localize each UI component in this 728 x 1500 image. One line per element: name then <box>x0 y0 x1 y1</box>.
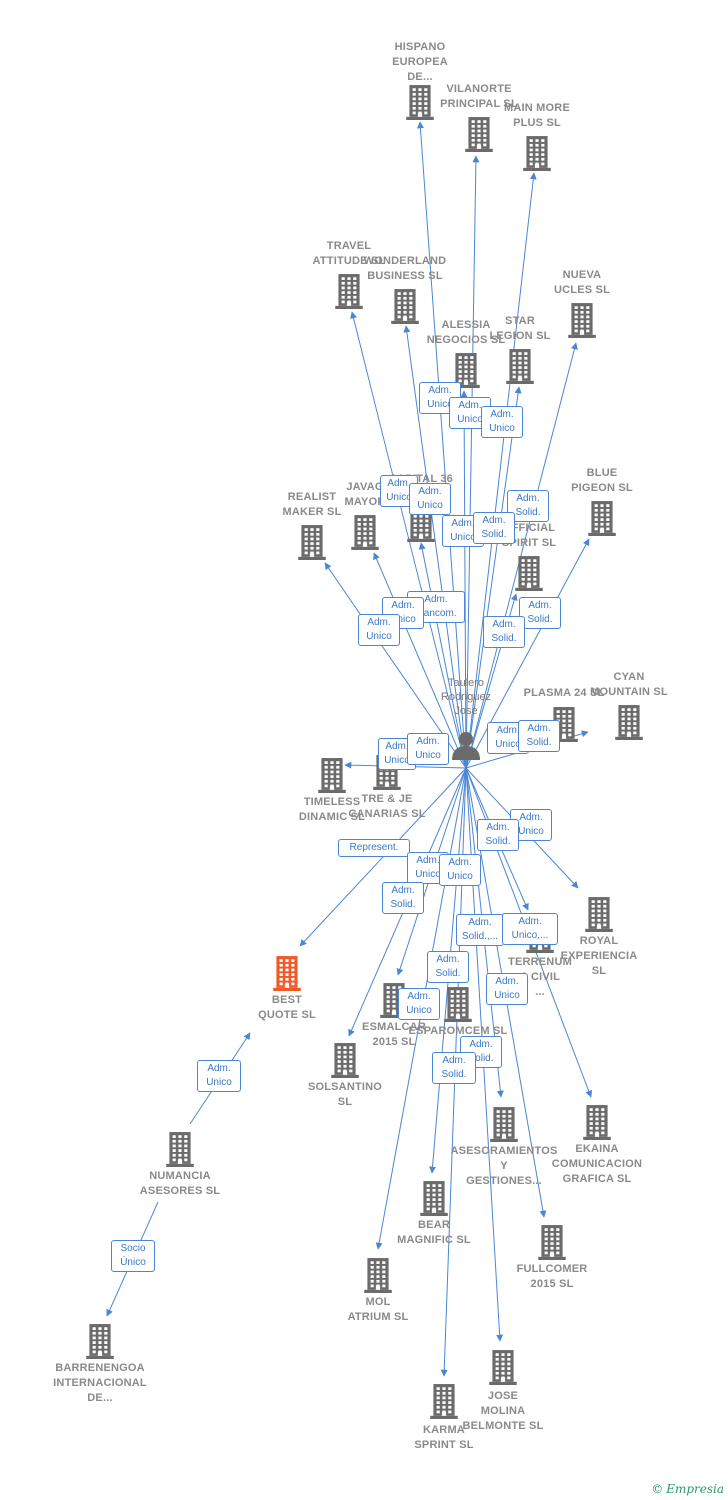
company-name: MAIN MORE PLUS SL <box>504 102 570 129</box>
role-badge[interactable]: Adm. Unico <box>486 973 528 1005</box>
building-icon <box>364 1257 392 1298</box>
relationship-edge <box>465 386 522 769</box>
company-name: JAVAG MAYOR <box>344 481 386 508</box>
company-name: EKAINA COMUNICACION GRAFICA SL <box>551 1143 643 1185</box>
relationship-edge <box>465 172 537 769</box>
role-badge[interactable]: Adm. Unico <box>407 733 449 765</box>
company-name: ESPAROMCEM SL <box>408 1025 508 1037</box>
building-icon <box>490 1106 518 1147</box>
role-badge[interactable]: Adm. Unico,... <box>502 913 558 945</box>
building-icon <box>318 757 346 798</box>
company-name: KARMA SPRINT SL <box>414 1424 474 1451</box>
building-icon <box>585 896 613 937</box>
company-name: SOLSANTINO SL <box>307 1081 383 1108</box>
building-icon <box>351 514 379 555</box>
brand-name: Empresia <box>666 1482 724 1496</box>
building-icon <box>391 288 419 329</box>
building-icon <box>420 1180 448 1221</box>
relationship-edge <box>373 552 467 769</box>
company-name: OFFICIAL SPIRIT SL <box>501 522 557 549</box>
company-name: BARRENENGOA INTERNACIONAL DE... <box>53 1362 147 1404</box>
role-badge[interactable]: Socio Único <box>111 1240 155 1272</box>
company-name: REALIST MAKER SL <box>282 491 342 518</box>
building-icon <box>568 302 596 343</box>
role-badge[interactable]: Adm. Solid. <box>507 490 549 522</box>
relationship-edge <box>418 542 467 769</box>
role-badge[interactable]: Adm. Solid. <box>382 882 424 914</box>
company-name: ROYAL EXPERIENCIA SL <box>560 935 638 977</box>
building-icon <box>523 135 551 176</box>
relationship-edge <box>460 390 468 769</box>
relationship-edge <box>299 767 467 947</box>
company-name: STAR LEGION SL <box>489 315 551 342</box>
building-icon <box>452 352 480 393</box>
company-name: TRAVEL ATTITUDE SL <box>312 240 386 267</box>
role-badge[interactable]: Adm. Solid. <box>473 512 515 544</box>
person-icon <box>451 730 481 765</box>
building-icon <box>515 555 543 596</box>
role-badge[interactable]: Adm. Solid. <box>432 1052 476 1084</box>
company-name: MOL ATRIUM SL <box>347 1296 409 1323</box>
role-badge[interactable]: Adm. Unico <box>358 614 400 646</box>
company-name: NUMANCIA ASESORES SL <box>139 1170 221 1197</box>
person-name: Taulero Rodriguez Jose <box>440 677 492 717</box>
building-icon <box>506 348 534 389</box>
building-icon <box>615 704 643 745</box>
role-badge[interactable]: Represent. <box>338 839 410 857</box>
role-badge[interactable]: Adm. Solid. <box>477 819 519 851</box>
company-name: CYAN MOUNTAIN SL <box>590 671 668 698</box>
relationship-edge <box>416 121 467 769</box>
building-icon <box>430 1383 458 1424</box>
building-icon <box>273 955 301 996</box>
company-name: TIMELESS DINAMIC SL <box>298 796 366 823</box>
company-name: ESMALCAR 2015 SL <box>362 1021 426 1048</box>
company-name: VILANORTE PRINCIPAL SL <box>440 83 518 110</box>
building-icon <box>86 1323 114 1364</box>
building-icon <box>538 1224 566 1265</box>
role-badge[interactable]: Adm. Solid. <box>518 720 560 752</box>
role-badge[interactable]: Adm. Unico <box>409 483 451 515</box>
building-icon <box>166 1131 194 1172</box>
company-name: HISPANO EUROPEA DE... <box>392 41 448 83</box>
company-name: FULLCOMER 2015 SL <box>516 1263 588 1290</box>
building-icon <box>406 84 434 125</box>
building-icon <box>465 116 493 157</box>
building-icon <box>335 273 363 314</box>
copyright-symbol: © <box>651 1482 664 1496</box>
building-icon <box>298 524 326 565</box>
company-name: ASESORAMIENTOS Y GESTIONES... <box>450 1145 558 1187</box>
company-name: BEAR MAGNIFIC SL <box>397 1219 471 1246</box>
company-name: ALESSIA NEGOCIOS SL <box>426 319 506 346</box>
relationship-edge <box>465 342 578 769</box>
company-name: PLASMA 24 SL <box>523 687 605 699</box>
role-badge[interactable]: Adm. Unico <box>398 988 440 1020</box>
building-icon <box>583 1104 611 1145</box>
role-badge[interactable]: Adm. Solid. <box>519 597 561 629</box>
role-badge[interactable]: Adm. Solid. <box>427 951 469 983</box>
building-icon <box>331 1042 359 1083</box>
company-name: BEST QUOTE SL <box>258 994 316 1021</box>
building-icon <box>588 500 616 541</box>
building-icon <box>489 1349 517 1390</box>
company-name: WONDERLAND BUSINESS SL <box>363 255 447 282</box>
role-badge[interactable]: Adm. Unico <box>439 854 481 886</box>
role-badge[interactable]: Adm. Unico <box>481 406 523 438</box>
brand-watermark: ©Empresia <box>651 1482 724 1496</box>
company-name: NUEVA UCLES SL <box>554 269 610 296</box>
relationship-edge <box>465 155 480 769</box>
relationship-edge <box>465 538 590 769</box>
role-badge[interactable]: Adm. Unico <box>197 1060 241 1092</box>
building-icon <box>444 986 472 1027</box>
relationship-edge <box>403 325 467 769</box>
role-badge[interactable]: Adm. Solid.,... <box>456 914 504 946</box>
company-name: JOSE MOLINA BELMONTE SL <box>462 1390 544 1432</box>
role-badge[interactable]: Adm. Solid. <box>483 616 525 648</box>
company-name: BLUE PIGEON SL <box>571 467 633 494</box>
company-name: TRE & JE CANARIAS SL <box>348 793 426 820</box>
